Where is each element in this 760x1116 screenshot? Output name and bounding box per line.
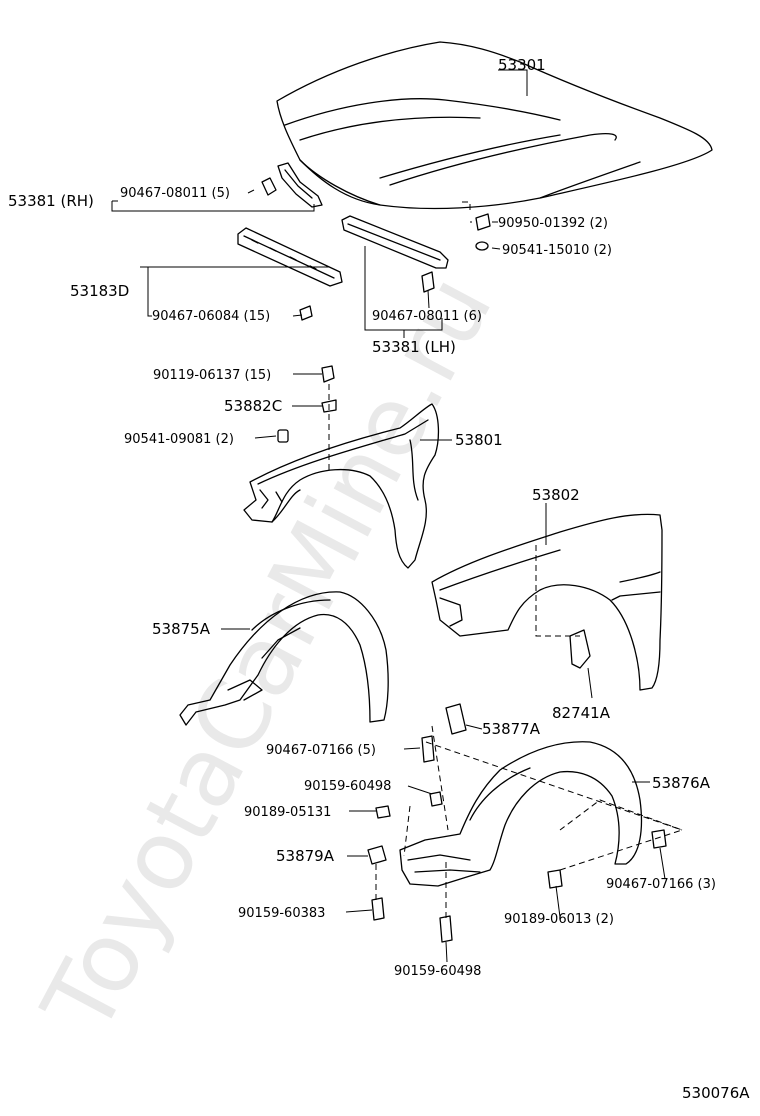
label-hood: 53301 (498, 56, 546, 74)
label-liner-lh: 53876A (652, 774, 711, 792)
label-cushion2: 90541-15010 (2) (502, 243, 612, 258)
label-liner-clip-b: 90467-07166 (3) (606, 877, 716, 892)
label-liner-rh: 53875A (152, 620, 211, 638)
label-liner-nut-b: 90189-06013 (2) (504, 912, 614, 927)
label-liner-screw-b: 90159-60383 (238, 906, 325, 921)
label-cushion: 90950-01392 (2) (498, 216, 608, 231)
label-fender-clip: 82741A (552, 704, 611, 722)
label-fender-bolt: 90119-06137 (15) (153, 368, 271, 383)
label-fender-bracket: 53882C (224, 397, 282, 415)
liner-lh-drawing (399, 741, 643, 887)
label-fender-rh: 53801 (455, 431, 503, 449)
part-labels: 53301 53381 (RH) 90467-08011 (5) 90950-0… (8, 56, 750, 1102)
label-hinge-lh-clip: 90467-08011 (6) (372, 309, 482, 324)
hood-drawing (276, 41, 713, 210)
label-seal: 53183D (70, 282, 129, 300)
label-liner-screw-c: 90159-60498 (394, 964, 481, 979)
label-fender-lh: 53802 (532, 486, 580, 504)
fender-lh-drawing (431, 513, 663, 691)
dashed-leaders (328, 201, 684, 918)
label-liner-lh-clip: 90467-07166 (5) (266, 743, 376, 758)
hinge-lh-drawing (341, 215, 449, 269)
label-hinge-lh: 53381 (LH) (372, 338, 456, 356)
hinge-rh-drawing (277, 162, 323, 208)
liner-rh-drawing (179, 591, 389, 726)
label-hinge-rh-bolt: 90467-08011 (5) (120, 186, 230, 201)
label-liner-seal: 53879A (276, 847, 335, 865)
diagram-code: 530076A (682, 1084, 750, 1102)
label-liner-clip-top: 53877A (482, 720, 541, 738)
label-fender-cushion: 90541-09081 (2) (124, 432, 234, 447)
label-hinge-rh: 53381 (RH) (8, 192, 94, 210)
label-liner-screw-a: 90159-60498 (304, 779, 391, 794)
label-seal-clip: 90467-06084 (15) (152, 309, 270, 324)
seal-drawing (237, 227, 343, 287)
label-liner-nut: 90189-05131 (244, 805, 331, 820)
fasteners (261, 177, 667, 943)
fender-rh-drawing (243, 403, 440, 569)
leader-lines (111, 69, 666, 963)
